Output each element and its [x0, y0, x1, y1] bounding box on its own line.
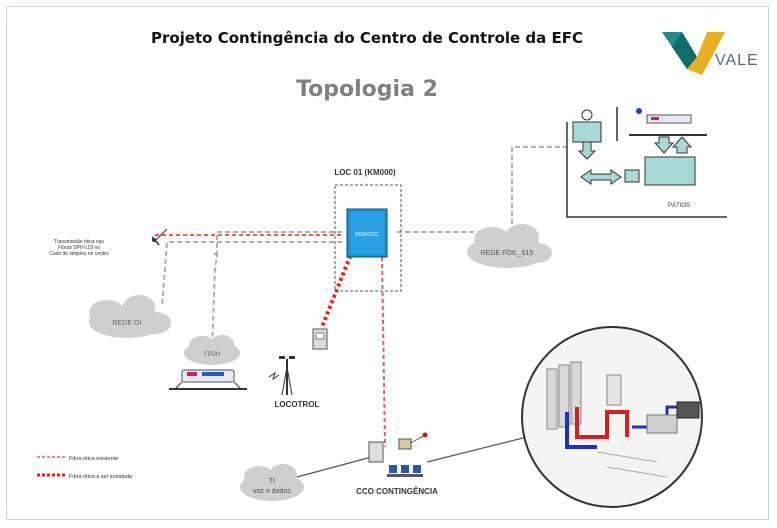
antenna-note-2: Fibras SPH-LDI no	[58, 245, 100, 251]
patios-panel	[566, 107, 727, 218]
page-title: Projeto Contingência do Centro de Contro…	[151, 29, 583, 47]
legend-existing-label: Fibra ótica existente	[69, 456, 118, 462]
rede-oi-cloud-icon	[89, 295, 171, 338]
ti-label: TI	[269, 478, 275, 485]
topology-diagram: LOC 01 (KM000) PGN/OCC Transmissão ótica…	[37, 32, 727, 508]
antenna-icon	[151, 228, 168, 246]
control-room-illustration	[521, 326, 703, 508]
rede-foil-label: REDE FOIL_515	[481, 250, 534, 257]
rede-foil-cloud-icon	[467, 224, 552, 268]
legend	[37, 456, 65, 477]
cco-label: CCO CONTINGÊNCIA	[356, 487, 438, 496]
topology-subtitle: Topologia 2	[296, 77, 438, 102]
rede-oi-label: REDE OI	[113, 320, 142, 327]
network-links	[155, 146, 567, 478]
locotrol-antenna-icon	[268, 356, 295, 396]
locotrol-label: LOCOTROL	[275, 400, 320, 409]
ti-sub-label: voz e dados	[253, 488, 291, 495]
vale-logo-icon	[662, 32, 725, 75]
antenna-note-1: Transmissão ótica nas	[54, 239, 104, 245]
tpdh-label: TPDH	[204, 352, 220, 358]
patios-label: PÁTIOS	[668, 202, 690, 209]
loc-label: LOC 01 (KM000)	[334, 168, 396, 177]
tpdh-cloud-icon	[184, 335, 240, 365]
diagram-frame: Projeto Contingência do Centro de Contro…	[6, 6, 769, 520]
legend-new-label: Fibra ótica a ser instalada	[69, 474, 133, 480]
ti-cloud-icon	[240, 464, 304, 501]
vale-logo-text: VALE	[715, 52, 759, 69]
cco-equipment-icon	[368, 432, 428, 477]
radio-device-icon	[312, 328, 328, 350]
loc-box-label: PGN/OCC	[355, 232, 379, 238]
train-icon	[169, 369, 247, 390]
antenna-note-3: Caso de simples no centro	[49, 251, 108, 257]
loc-node	[334, 184, 402, 292]
